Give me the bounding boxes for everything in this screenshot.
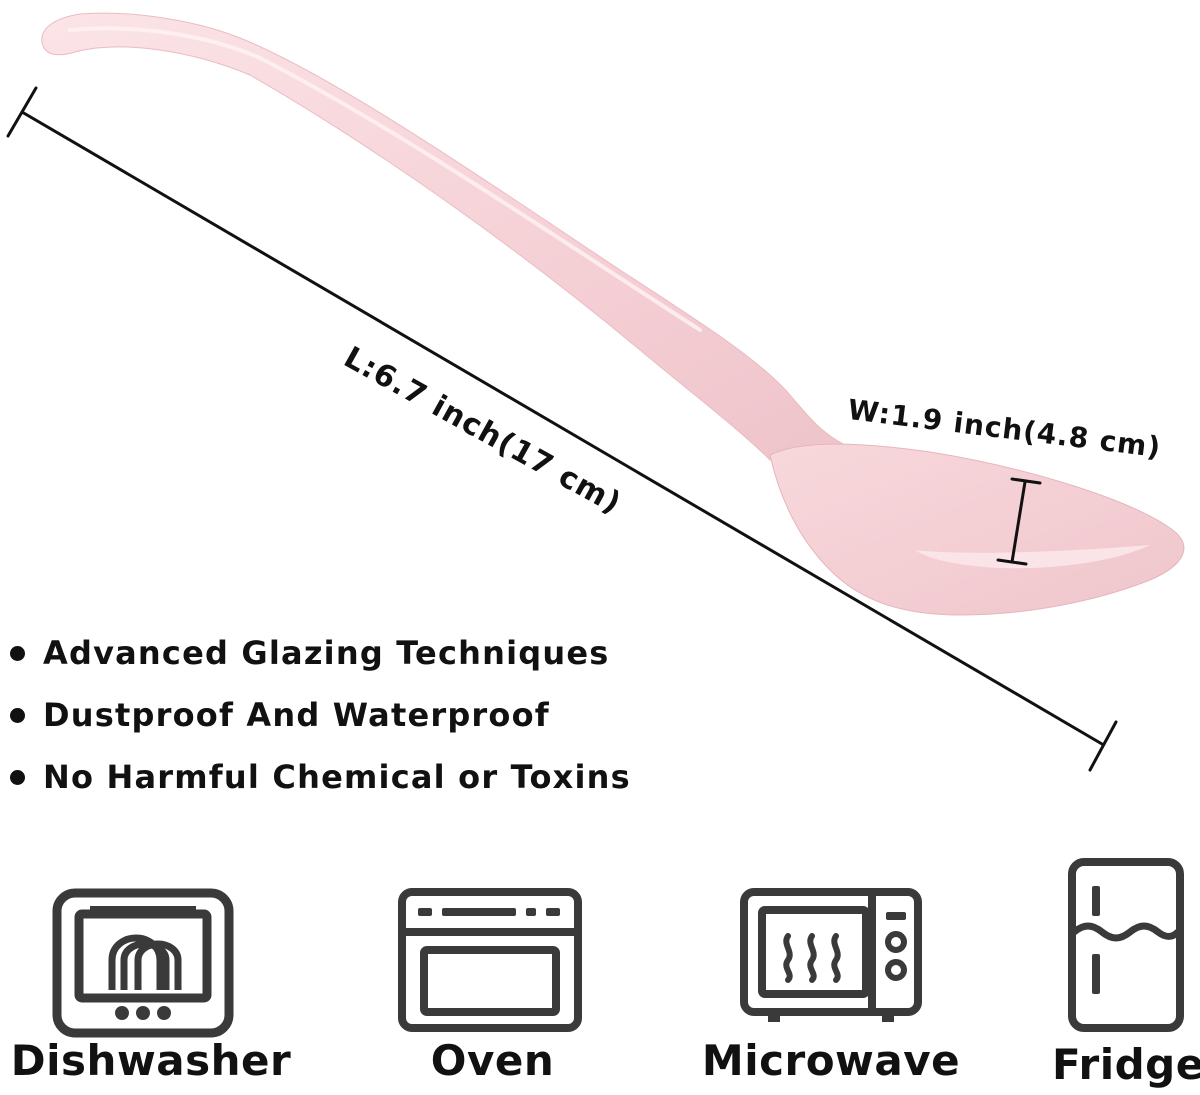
- spoon-bowl-inner: [915, 545, 1150, 569]
- bullet-dot-icon: [10, 707, 25, 723]
- fridge-label: Fridge: [1052, 1040, 1200, 1089]
- microwave-icon: [740, 888, 922, 1022]
- feature-list: Advanced Glazing Techniques Dustproof An…: [6, 622, 631, 808]
- dishwasher-icon: [52, 888, 234, 1038]
- bullet-dot-icon: [10, 645, 25, 661]
- fridge-icon: [1068, 858, 1184, 1032]
- feature-text: Advanced Glazing Techniques: [43, 634, 610, 672]
- width-dimension-line: [996, 477, 1042, 566]
- feature-item: Advanced Glazing Techniques: [6, 622, 631, 684]
- bullet-dot-icon: [10, 769, 25, 785]
- length-dimension-line: [6, 86, 1118, 772]
- feature-text: No Harmful Chemical or Toxins: [43, 758, 631, 796]
- feature-item: No Harmful Chemical or Toxins: [6, 746, 631, 808]
- oven-label: Oven: [430, 1036, 555, 1085]
- spoon-bowl: [769, 443, 1185, 616]
- oven-icon: [398, 888, 582, 1032]
- feature-text: Dustproof And Waterproof: [43, 696, 550, 734]
- microwave-label: Microwave: [701, 1036, 961, 1085]
- feature-item: Dustproof And Waterproof: [6, 684, 631, 746]
- spoon-handle-highlight: [68, 26, 702, 332]
- dishwasher-label: Dishwasher: [10, 1036, 292, 1085]
